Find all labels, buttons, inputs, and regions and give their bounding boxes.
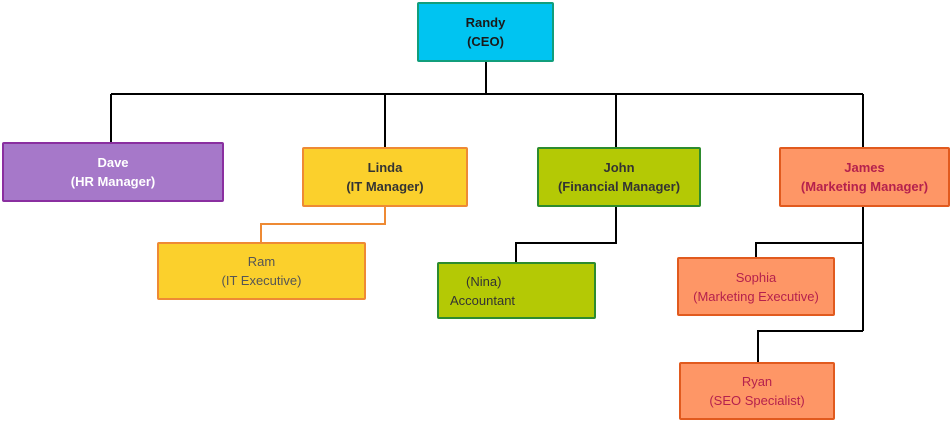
node-dave-role: (HR Manager) (70, 174, 156, 189)
node-linda[interactable]: Linda (IT Manager) (302, 147, 468, 207)
node-randy-name: Randy (465, 15, 506, 30)
node-dave-name: Dave (97, 155, 129, 170)
node-dave[interactable]: Dave (HR Manager) (2, 142, 224, 202)
connector-randy-managers (110, 62, 864, 147)
connector-linda-ram (260, 207, 386, 242)
node-nina[interactable]: (Nina) Accountant (437, 262, 596, 319)
node-ram-name: Ram (247, 254, 276, 269)
node-sophia-role: (Marketing Executive) (693, 288, 819, 304)
node-linda-name: Linda (367, 160, 403, 175)
node-sophia[interactable]: Sophia (Marketing Executive) (677, 257, 835, 316)
node-ram-role: (IT Executive) (221, 273, 302, 288)
node-sophia-name: Sophia (735, 269, 777, 285)
node-nina-name: (Nina) (466, 273, 502, 289)
node-ryan-name: Ryan (741, 374, 773, 389)
node-randy[interactable]: Randy (CEO) (417, 2, 554, 62)
node-john-name: John (603, 160, 635, 175)
node-james-role: (Marketing Manager) (800, 179, 929, 194)
node-john-role: (Financial Manager) (557, 179, 681, 194)
node-ryan[interactable]: Ryan (SEO Specialist) (679, 362, 835, 420)
node-james[interactable]: James (Marketing Manager) (779, 147, 950, 207)
node-james-name: James (844, 160, 885, 175)
connector-james-reports (755, 207, 864, 362)
connector-john-nina (515, 207, 617, 262)
node-ram[interactable]: Ram (IT Executive) (157, 242, 366, 300)
node-ryan-role: (SEO Specialist) (709, 393, 805, 408)
node-john[interactable]: John (Financial Manager) (537, 147, 701, 207)
node-linda-role: (IT Manager) (346, 179, 424, 194)
node-randy-role: (CEO) (467, 34, 504, 49)
node-nina-role: Accountant (450, 292, 516, 308)
